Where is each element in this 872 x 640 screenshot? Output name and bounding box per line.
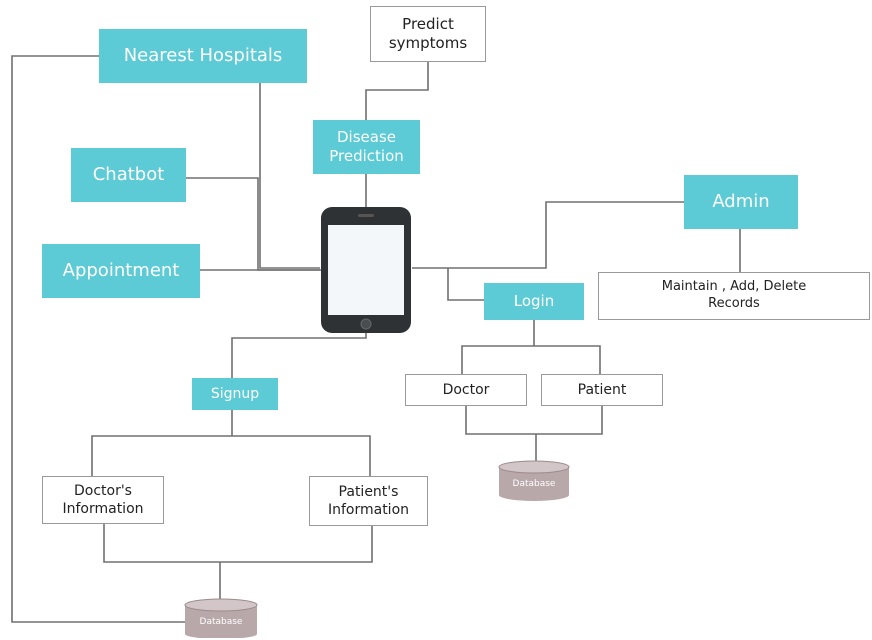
smartphone-icon	[321, 207, 411, 333]
disease-prediction-node: Disease Prediction	[313, 120, 420, 174]
signup-node: Signup	[192, 378, 278, 410]
doctor-node: Doctor	[405, 374, 527, 406]
appointment-node: Appointment	[42, 244, 200, 298]
doctors-information-node: Doctor's Information	[42, 476, 164, 524]
login-database-label: Database	[512, 479, 556, 489]
chatbot-node: Chatbot	[71, 148, 186, 202]
login-database-icon: Database	[497, 460, 571, 502]
predict-symptoms-node: Predict symptoms	[370, 6, 486, 62]
admin-node: Admin	[684, 175, 798, 229]
patient-node: Patient	[541, 374, 663, 406]
login-node: Login	[484, 283, 584, 320]
signup-database-label: Database	[199, 617, 243, 627]
nearest-hospitals-node: Nearest Hospitals	[99, 29, 307, 83]
signup-database-icon: Database	[183, 598, 259, 638]
maintain-records-node: Maintain , Add, Delete Records	[598, 272, 870, 320]
patients-information-node: Patient's Information	[309, 476, 428, 526]
